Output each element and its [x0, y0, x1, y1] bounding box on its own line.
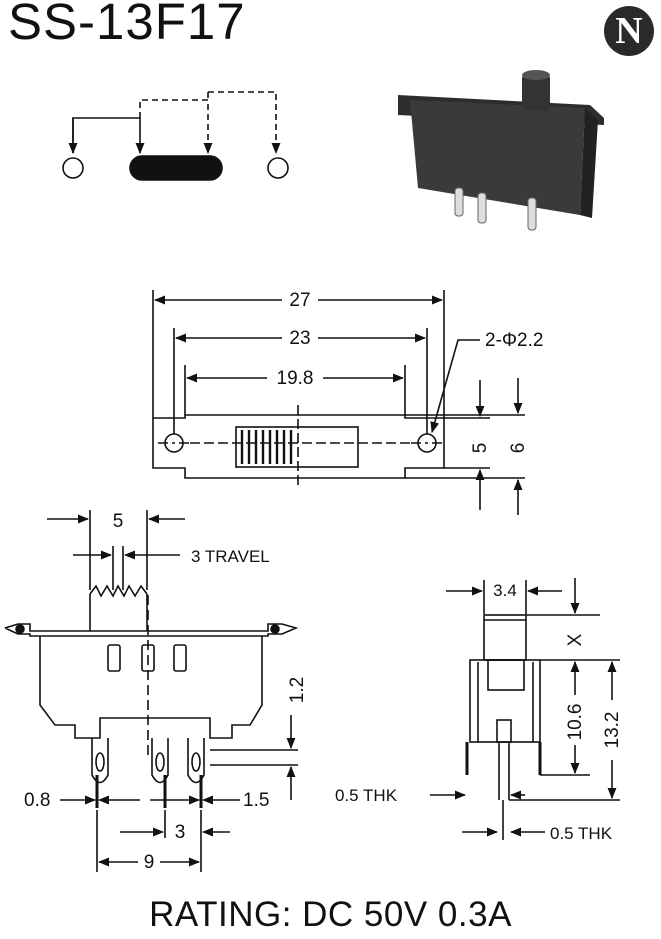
top-view	[152, 290, 525, 515]
dim-6: 6	[508, 443, 529, 454]
dim-19-8: 19.8	[277, 368, 314, 389]
terminal-left-circle	[62, 157, 84, 179]
dim-thk-right: 0.5 THK	[550, 824, 613, 843]
product-photo	[398, 70, 604, 231]
page-title: SS-13F17	[8, 0, 246, 50]
dim-span-9: 9	[144, 852, 155, 873]
dim-5: 5	[470, 443, 491, 454]
contact-bar	[129, 155, 223, 181]
dimension-labels: 27 23 19.8 2-Φ2.2 5 6 5 3 TRAVEL 1.2 0.8…	[24, 289, 623, 873]
dim-23: 23	[289, 328, 310, 349]
dim-1-2: 1.2	[287, 677, 308, 703]
dim-thk-left: 0.5 THK	[335, 786, 398, 805]
front-view	[4, 510, 299, 872]
dim-0-8: 0.8	[24, 790, 50, 811]
dim-13-2: 13.2	[602, 712, 623, 749]
dim-travel: 3 TRAVEL	[191, 547, 270, 566]
dim-actuator-5: 5	[113, 511, 124, 532]
brand-logo: N	[604, 6, 654, 56]
dim-holes: 2-Φ2.2	[485, 330, 543, 351]
dim-1-5: 1.5	[243, 790, 269, 811]
dim-10-6: 10.6	[565, 704, 586, 741]
terminal-right-circle	[267, 157, 289, 179]
rating-text: RATING: DC 50V 0.3A	[149, 895, 512, 934]
dim-pitch-3: 3	[175, 822, 186, 843]
dim-3-4: 3.4	[493, 581, 517, 600]
dim-27: 27	[289, 290, 310, 311]
dim-x: X	[565, 633, 586, 646]
side-view	[430, 578, 620, 840]
circuit-schematic	[62, 91, 289, 181]
